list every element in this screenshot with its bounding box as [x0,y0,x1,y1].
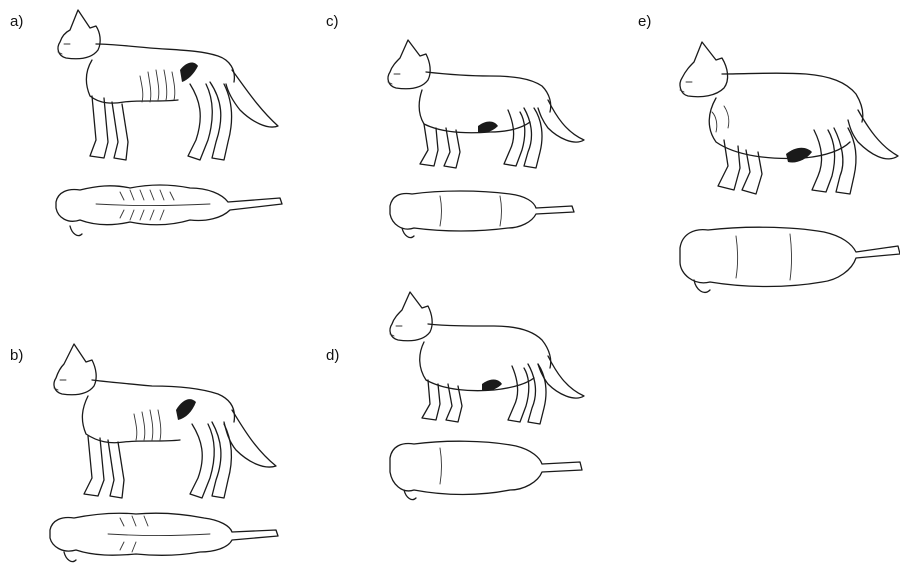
cat-c-top-view [390,191,574,238]
cat-d-side-view [390,292,584,424]
cat-d-top-view [390,441,582,499]
cat-a-top-view [56,185,282,236]
cat-e-top-view [680,227,900,292]
cat-b-top-view [50,513,278,561]
cat-b-side-view [54,344,276,498]
cat-e-side-view [680,42,898,194]
cat-c-side-view [388,40,584,168]
cat-a-side-view [58,10,278,160]
